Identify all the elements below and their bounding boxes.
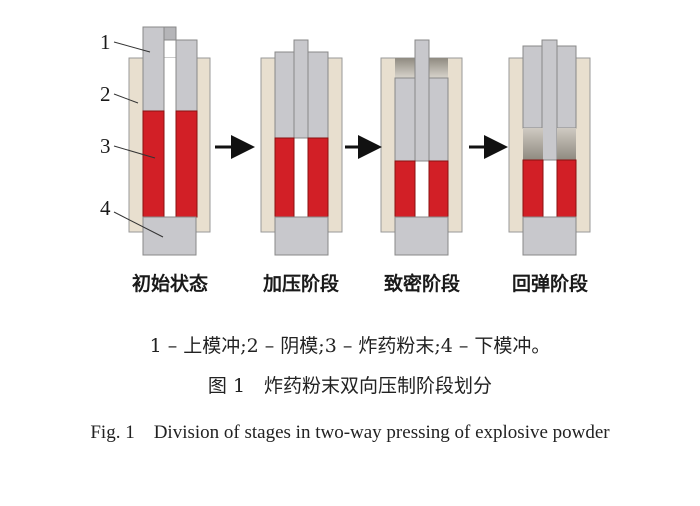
stage-label-4: 回弹阶段: [512, 272, 589, 295]
stage-label-3: 致密阶段: [384, 272, 461, 295]
lower-punch: [274, 216, 329, 256]
upper-punch-right: [427, 77, 449, 162]
powder-right: [556, 159, 577, 218]
leader-2: [113, 93, 139, 104]
core-rod: [293, 39, 309, 139]
lower-punch: [142, 216, 197, 256]
figure-title-cn: 图 1 炸药粉末双向压制阶段划分: [207, 375, 493, 397]
powder-left: [522, 159, 544, 218]
leader-4: [113, 211, 164, 238]
upper-punch-left: [394, 77, 417, 162]
powder-right: [428, 160, 449, 218]
callout-2: 2: [100, 82, 111, 106]
figure-title-en: Fig. 1 Division of stages in two-way pre…: [0, 413, 700, 453]
stage-1-assembly: [128, 26, 211, 256]
upper-punch-right: [175, 39, 198, 112]
callout-1: 1: [100, 30, 111, 54]
core-rod: [163, 26, 177, 41]
powder-left: [274, 137, 295, 218]
figure-title-en-text: Fig. 1 Division of stages in two-way pre…: [90, 422, 610, 443]
leader-1: [113, 41, 151, 53]
stage-label-2: 加压阶段: [262, 272, 340, 295]
powder-right: [307, 137, 329, 218]
stage-2-assembly: [260, 39, 343, 256]
lower-punch: [394, 216, 449, 256]
core-rod: [414, 39, 430, 162]
powder-right: [175, 110, 198, 218]
figure-legend: 1 – 上模冲;2 – 阴模;3 – 炸药粉末;4 – 下模冲。: [149, 335, 551, 357]
upper-punch-right: [306, 51, 329, 139]
upper-punch-left: [522, 45, 544, 129]
springback-gap-right: [557, 128, 576, 160]
leader-3: [113, 145, 156, 159]
upper-punch-right: [555, 45, 577, 129]
stage-4-assembly: [508, 39, 591, 256]
callout-4: 4: [100, 196, 111, 220]
stage-label-1: 初始状态: [132, 272, 208, 295]
core-rod: [541, 39, 558, 161]
powder-left: [142, 110, 165, 218]
stage-3-assembly: [380, 39, 463, 256]
upper-punch-left: [274, 51, 297, 139]
powder-left: [394, 160, 416, 218]
upper-punch-left: [142, 26, 165, 112]
lower-punch: [522, 216, 577, 256]
pressing-stages-diagram: 1 2 3 4 初始状态 加压阶段 致密阶段 回弹阶段: [100, 26, 591, 295]
springback-gap-left: [523, 128, 543, 160]
callout-3: 3: [100, 134, 111, 158]
